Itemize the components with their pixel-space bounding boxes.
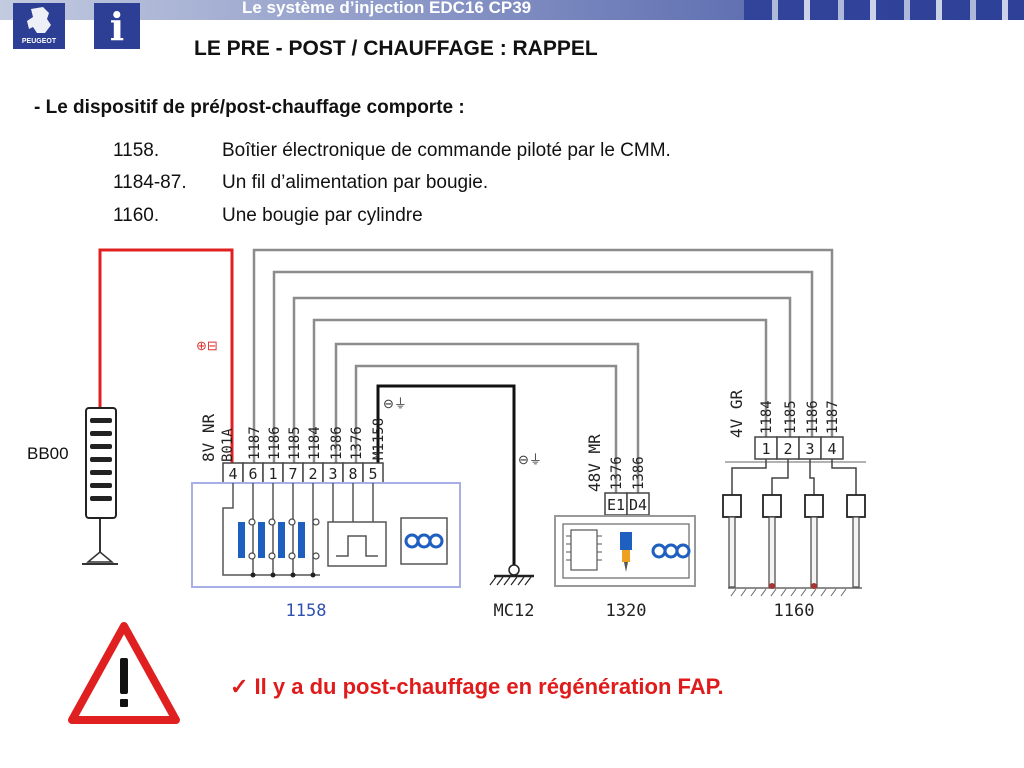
info-icon: i [109, 4, 125, 49]
wire-1186 [272, 270, 814, 463]
ecu-wire-label: 1386 [329, 426, 345, 460]
intro-text: - Le dispositif de pré/post-chauffage co… [34, 97, 465, 118]
component-1320: 48V MR 1376 1386 E1 D4 1320 [554, 434, 696, 621]
glow-plug-icon [722, 494, 742, 518]
plug-pin: 3 [805, 440, 814, 458]
ground-symbol-icon-2: ⊖⏚ [518, 452, 542, 467]
sensor-pin: E1 [607, 496, 625, 514]
list-item: 1184-87. Un fil d’alimentation par bougi… [113, 172, 488, 194]
sensor-label: 1320 [606, 601, 647, 621]
plug-pin: 4 [827, 440, 836, 458]
sensor-wire-label: 1376 [609, 456, 625, 490]
peugeot-logo: PEUGEOT [13, 3, 65, 49]
sensor-wire-label: 1386 [631, 456, 647, 490]
ecu-pin: 8 [348, 465, 357, 483]
ecu-wire-label: 1184 [307, 426, 323, 460]
ground-symbol-icon: ⊖⏚ [383, 396, 407, 411]
ecu-wire-label: 1187 [247, 426, 263, 460]
coil-icon [404, 533, 444, 549]
glow-plug-icon [804, 494, 824, 518]
plug-wire-label: 1187 [825, 400, 841, 434]
glow-plug-icon [762, 494, 782, 518]
plug-wire-label: 1186 [805, 400, 821, 434]
wire-1187 [252, 248, 834, 463]
chip-icon [570, 529, 598, 571]
coil-icon-2 [651, 543, 691, 559]
ecu-connector-ref: B01A [220, 428, 236, 462]
ecu-wire-label: 1376 [349, 426, 365, 460]
plug-pin: 1 [761, 440, 770, 458]
list-item: 1160. Une bougie par cylindre [113, 205, 423, 227]
item-text: Une bougie par cylindre [222, 205, 423, 226]
list-item: 1158. Boîtier électronique de commande p… [113, 140, 671, 162]
glow-plugs-1160: 4V GR 1184 1185 1186 1187 1 2 3 4 [722, 389, 866, 621]
plug-pin: 2 [783, 440, 792, 458]
mc12-label: MC12 [494, 601, 535, 621]
ecu-pin: 2 [308, 465, 317, 483]
plugs-label: 1160 [774, 601, 815, 621]
sensor-connector-label: 48V MR [585, 434, 604, 492]
ecu-pin: 4 [228, 465, 237, 483]
info-logo: i [94, 3, 140, 49]
plug-wire-label: 1184 [759, 400, 775, 434]
signal-wires [252, 248, 834, 493]
header-bar [0, 0, 1024, 20]
item-code: 1184-87. [113, 172, 187, 193]
peugeot-logo-text: PEUGEOT [21, 38, 57, 45]
item-text: Un fil d’alimentation par bougie. [222, 172, 489, 193]
ecu-label: 1158 [286, 601, 327, 621]
header-decoration [744, 0, 1024, 20]
bb00-label: BB00 [27, 444, 69, 463]
app-title: Le système d’injection EDC16 CP39 [242, 0, 532, 17]
warning-icon [68, 622, 180, 724]
page-title: LE PRE - POST / CHAUFFAGE : RAPPEL [194, 37, 598, 60]
wire-1376 [354, 364, 618, 493]
battery-plus-icon: ⊕⊟ [196, 338, 218, 353]
ground-wire [376, 384, 516, 566]
sensor-housing [554, 515, 696, 587]
ecu-wire-label: M1158 [371, 418, 387, 460]
post-heating-note: ✓ Il y a du post-chauffage en régénérati… [230, 674, 724, 699]
sensor-pin: D4 [629, 496, 647, 514]
ecu-wire-label: 1185 [287, 426, 303, 460]
lion-icon [27, 7, 51, 33]
ecu-pin: 3 [328, 465, 337, 483]
plug-wire-label: 1185 [783, 400, 799, 434]
ecu-pin: 6 [248, 465, 257, 483]
injector-icon [620, 532, 632, 572]
ecu-wire-label: 1186 [267, 426, 283, 460]
plug-connector-label: 4V GR [727, 389, 746, 438]
ecu-pin: 7 [288, 465, 297, 483]
wire-1185 [292, 296, 792, 463]
fuse-bb00-icon [82, 407, 118, 565]
ecu-1158: 8V NR B01A 1187 1186 1185 1184 1386 1376… [191, 413, 461, 621]
ecu-connector-label: 8V NR [199, 413, 218, 462]
item-code: 1158. [113, 140, 160, 161]
ground-mc12: MC12 [489, 564, 535, 621]
ecu-pin: 1 [268, 465, 277, 483]
wire-1386 [334, 342, 640, 493]
ecu-pin: 5 [368, 465, 377, 483]
wire-1184 [312, 318, 768, 463]
power-wire [98, 248, 234, 463]
ecu-housing [191, 482, 461, 588]
item-text: Boîtier électronique de commande piloté … [222, 140, 671, 161]
item-code: 1160. [113, 205, 160, 226]
glow-plug-icon [846, 494, 866, 518]
